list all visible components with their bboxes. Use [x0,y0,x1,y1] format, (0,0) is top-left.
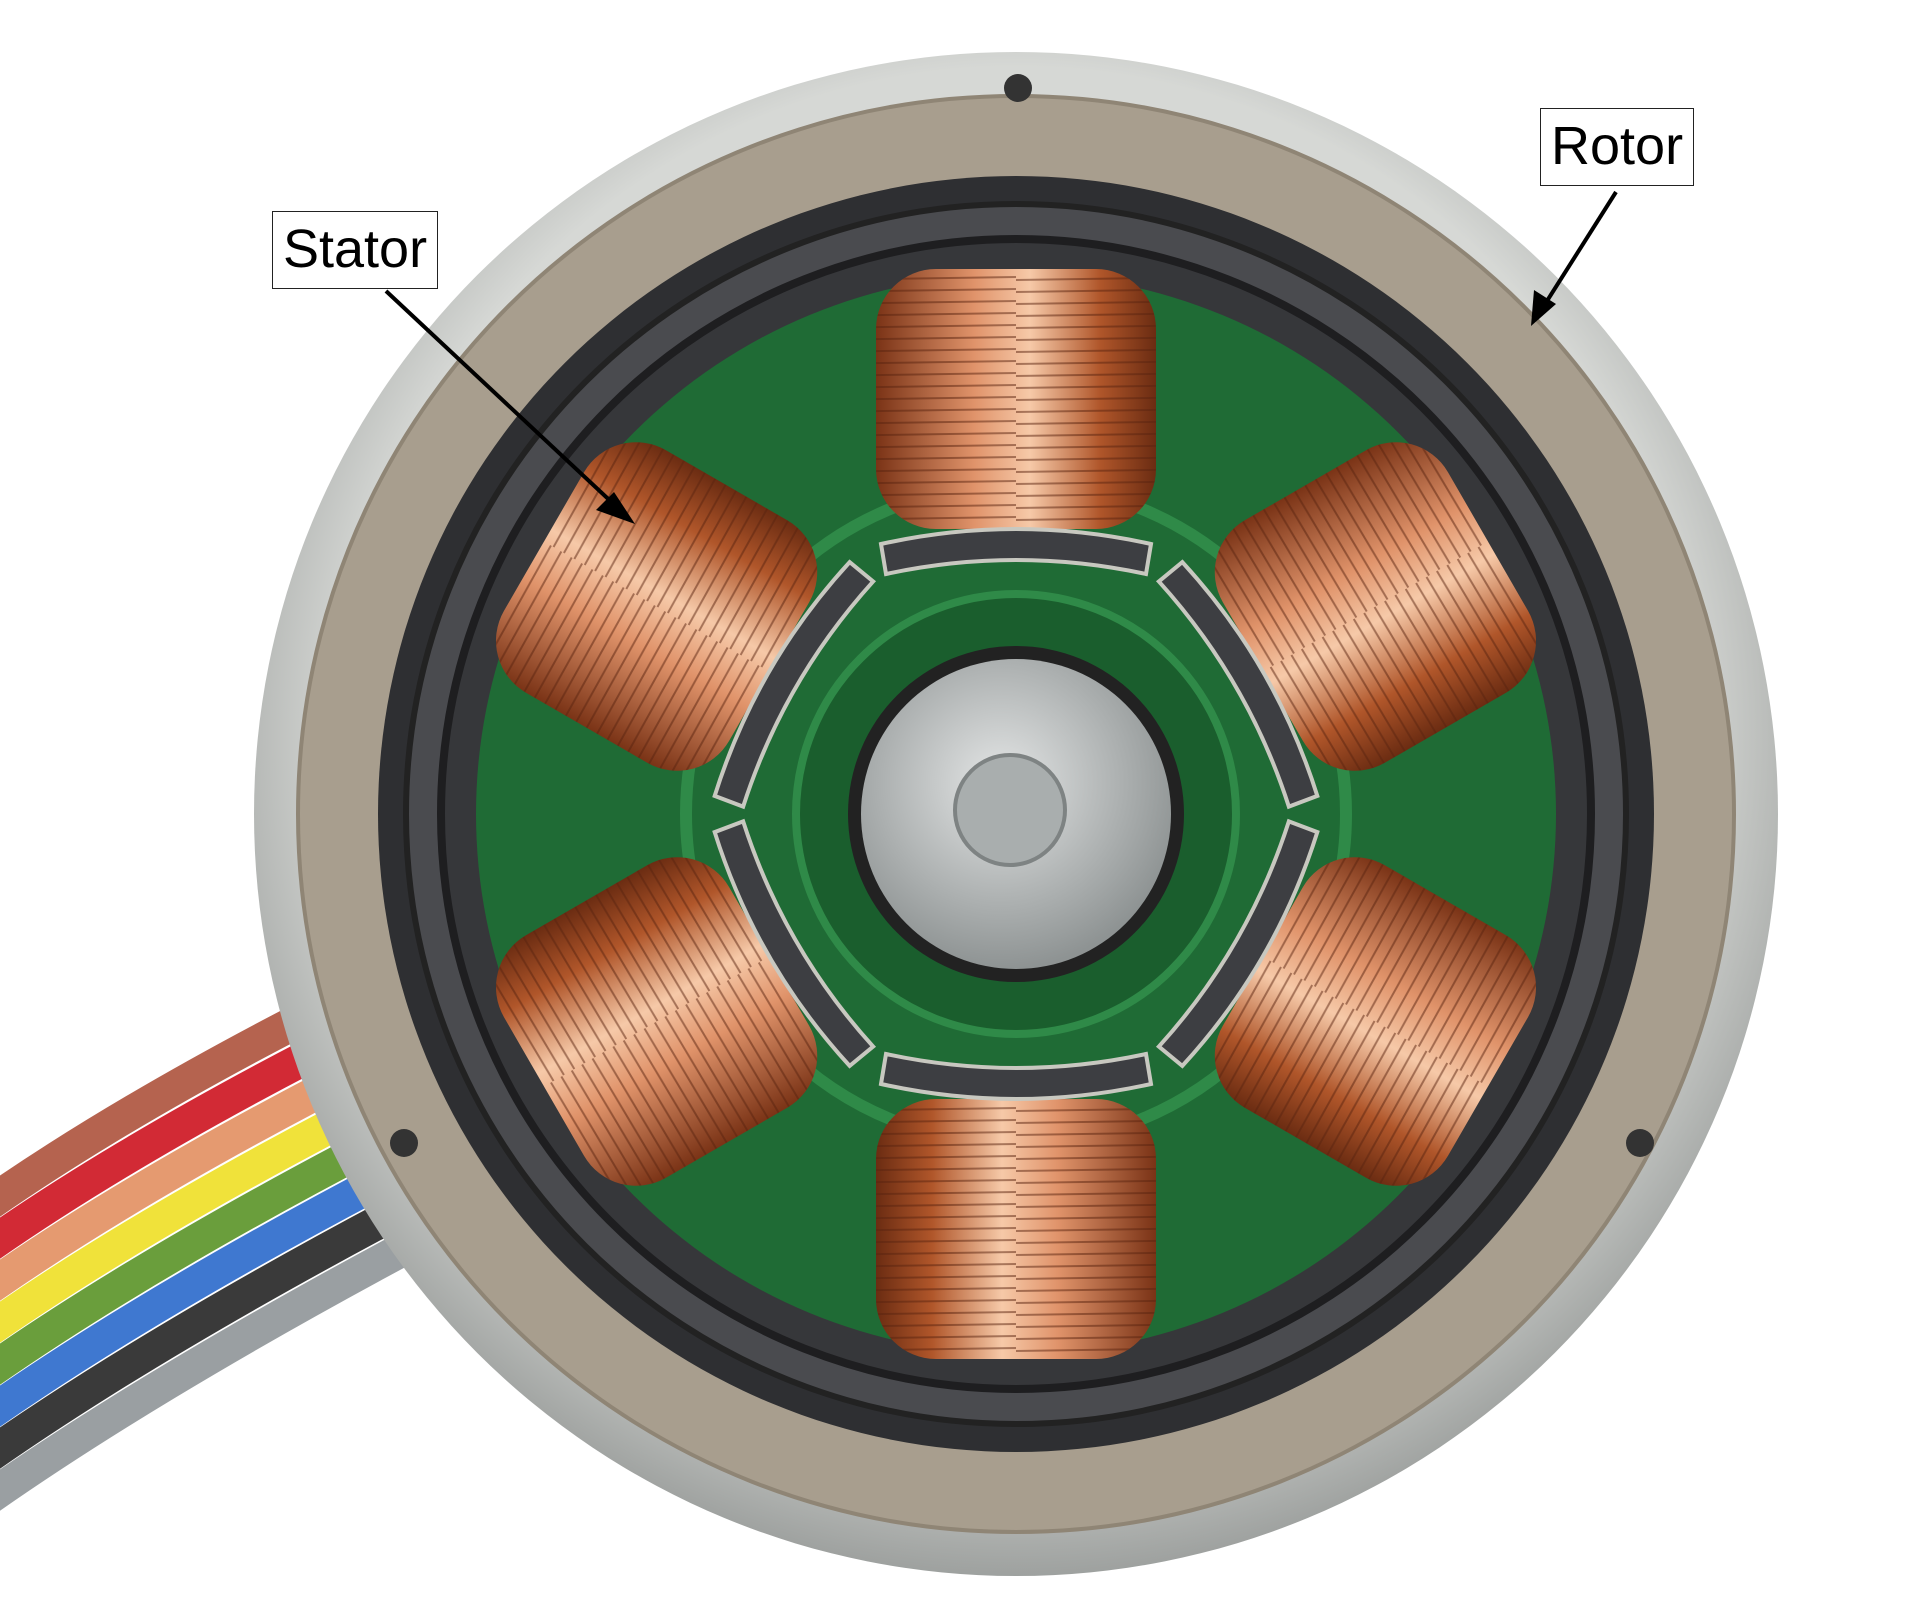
stator-arrowhead [596,492,635,524]
coil [495,818,877,1186]
coil [1155,818,1537,1186]
pole-shoe [712,818,877,1069]
stator-label: Stator [272,211,439,289]
pole-shoe [712,559,877,810]
rotor-arrowhead [1531,290,1556,326]
coil [495,442,877,810]
mount-hole [1626,1129,1654,1157]
wire [0,1143,437,1427]
pole-shoe [878,1051,1154,1101]
stator-coils [495,269,1537,1359]
mount-hole [1004,74,1032,102]
coil [876,269,1156,577]
rotor-label: Rotor [1540,108,1695,186]
mount-hole [390,1129,418,1157]
pole-shoe [878,527,1154,577]
wire [0,1183,437,1469]
rotor-arrow [1538,190,1618,314]
coil [876,1051,1156,1359]
stator-arrow [384,289,622,512]
shaft [953,753,1067,867]
pole-shoe [1155,559,1320,810]
pole-shoe [1155,818,1320,1069]
wire-bundle [0,943,437,1511]
wire [0,1223,437,1511]
coil [1155,442,1537,810]
